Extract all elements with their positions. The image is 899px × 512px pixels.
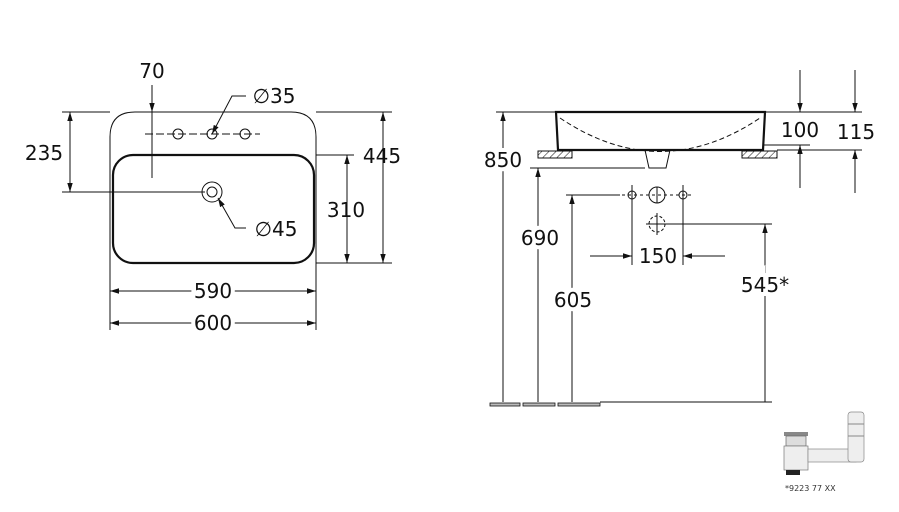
siphon-image: *9223 77 XX xyxy=(783,411,865,493)
supply-holes xyxy=(622,185,772,265)
dim-70: 70 xyxy=(139,59,164,83)
basin-side xyxy=(554,110,767,152)
dim-590: 590 xyxy=(194,279,232,303)
dim-310: 310 xyxy=(327,198,365,222)
dim-445: 445 xyxy=(363,144,401,168)
basin-outline xyxy=(109,111,317,263)
dim-d35: ∅35 xyxy=(253,84,296,108)
siphon-code: *9223 77 XX xyxy=(785,484,836,493)
dim-545: 545* xyxy=(741,273,789,297)
dim-600: 600 xyxy=(194,311,232,335)
top-view: 70 ∅35 ∅45 235 445 310 590 600 xyxy=(25,59,401,339)
dim-150: 150 xyxy=(639,244,677,268)
dim-690: 690 xyxy=(521,226,559,250)
dim-235: 235 xyxy=(25,141,63,165)
dim-d45: ∅45 xyxy=(255,217,298,241)
floor-marks xyxy=(489,402,601,407)
dim-100: 100 xyxy=(781,118,819,142)
dim-605: 605 xyxy=(554,288,592,312)
bowl-outline xyxy=(111,153,316,265)
side-view: 850 690 605 150 545* 100 115 xyxy=(480,70,875,407)
dim-850: 850 xyxy=(484,148,522,172)
tap-holes xyxy=(145,128,260,140)
dim-115: 115 xyxy=(837,120,875,144)
